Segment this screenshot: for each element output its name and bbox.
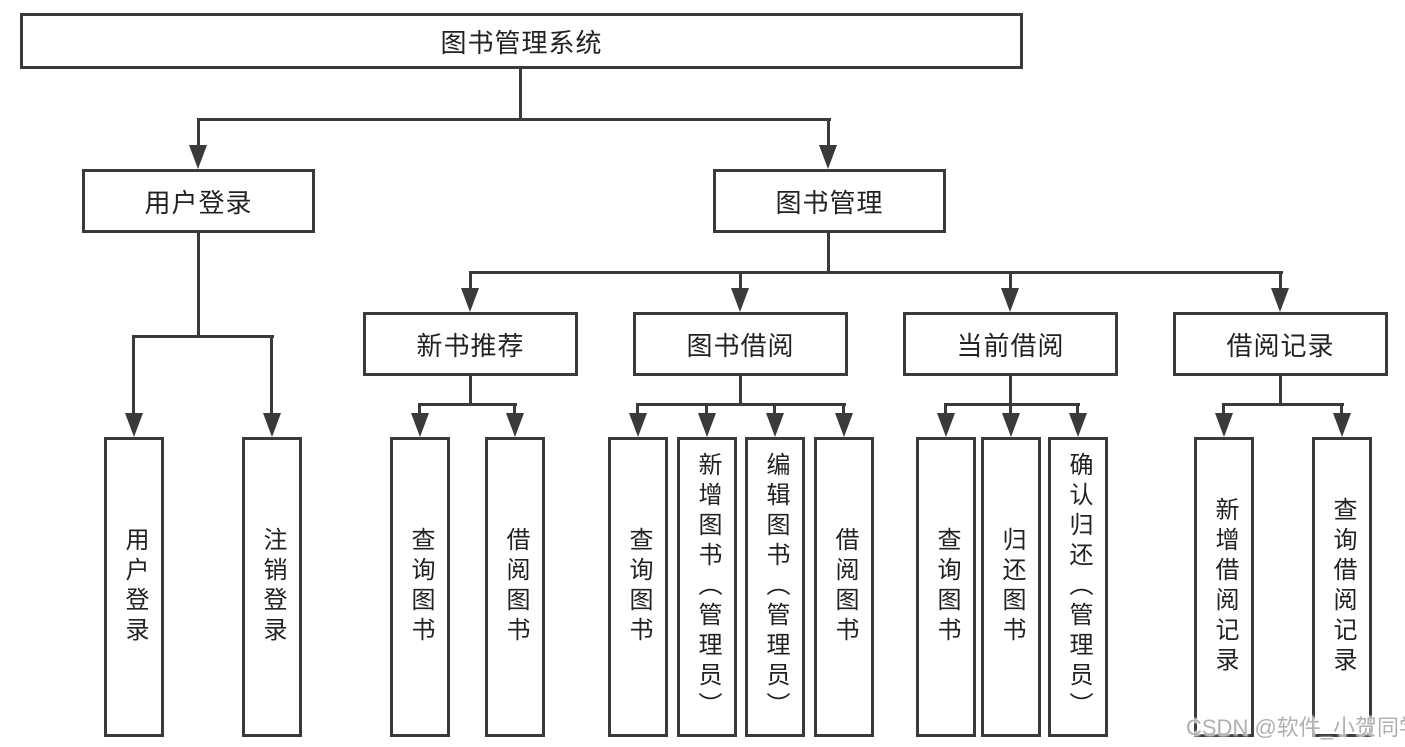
connector-to-leaf: [132, 338, 135, 415]
arrow-down-icon: [766, 413, 784, 437]
watermark-text: CSDN @软件_小贺同学: [1186, 715, 1405, 740]
leaf-logout-login: 注销登录: [242, 437, 302, 737]
leaf-label: 借阅图书: [502, 527, 529, 647]
connector-to-book-management: [827, 121, 830, 147]
connector-to-leaf: [636, 406, 639, 415]
leaf-label: 查询图书: [625, 527, 652, 647]
leaf-query-borrow-record: 查询借阅记录: [1312, 437, 1372, 737]
leaf-label: 编辑图书（管理员）: [762, 452, 789, 722]
leaf-label: 新增图书（管理员）: [694, 452, 721, 722]
leaf-label: 查询图书: [933, 527, 960, 647]
connector-to-leaf: [418, 406, 421, 415]
arrow-down-icon: [263, 413, 281, 437]
connector-to-current-borrow: [1009, 274, 1012, 290]
arrow-down-icon: [629, 413, 647, 437]
leaf-label: 用户登录: [121, 527, 148, 647]
node-user-login: 用户登录: [82, 169, 315, 233]
arrow-down-icon: [461, 288, 479, 312]
connector-user-login-drop: [197, 233, 200, 338]
leaf-add-book-admin: 新增图书（管理员）: [677, 437, 737, 737]
arrow-down-icon: [411, 413, 429, 437]
node-new-book-recommend: 新书推荐: [363, 312, 578, 376]
connector-borrow-records-rail: [1222, 403, 1344, 406]
connector-to-leaf: [513, 406, 516, 415]
node-borrow-records: 借阅记录: [1173, 312, 1388, 376]
leaf-label: 新增借阅记录: [1211, 497, 1238, 677]
leaf-return-books: 归还图书: [981, 437, 1041, 737]
leaf-recommend-borrow-books: 借阅图书: [485, 437, 545, 737]
connector-current-borrow-rail: [944, 403, 1080, 406]
arrow-down-icon: [1333, 413, 1351, 437]
leaf-confirm-return-admin: 确认归还（管理员）: [1048, 437, 1108, 737]
connector-to-leaf: [1076, 406, 1079, 415]
connector-book-management-drop: [827, 233, 830, 274]
node-label: 用户登录: [144, 187, 253, 218]
node-label: 图书管理系统: [440, 27, 603, 58]
connector-to-leaf: [944, 406, 947, 415]
connector-book-borrow-drop: [739, 376, 742, 406]
leaf-label: 借阅图书: [831, 527, 858, 647]
leaf-label: 查询图书: [407, 527, 434, 647]
leaf-user-login: 用户登录: [104, 437, 164, 737]
leaf-label: 确认归还（管理员）: [1065, 452, 1092, 722]
leaf-edit-book-admin: 编辑图书（管理员）: [745, 437, 805, 737]
connector-level2-rail: [197, 118, 831, 121]
connector-to-leaf: [270, 338, 273, 415]
leaf-label: 查询借阅记录: [1329, 497, 1356, 677]
node-current-borrow: 当前借阅: [903, 312, 1118, 376]
node-label: 当前借阅: [956, 330, 1065, 361]
connector-to-leaf: [705, 406, 708, 415]
leaf-add-borrow-record: 新增借阅记录: [1194, 437, 1254, 737]
connector-to-book-borrow: [739, 274, 742, 290]
connector-to-leaf: [842, 406, 845, 415]
connector-to-leaf: [1009, 406, 1012, 415]
arrow-down-icon: [1002, 413, 1020, 437]
node-label: 借阅记录: [1226, 330, 1335, 361]
leaf-label: 注销登录: [259, 527, 286, 647]
connector-to-leaf: [1340, 406, 1343, 415]
connector-level3-rail: [469, 271, 1283, 274]
arrow-down-icon: [1001, 288, 1019, 312]
connector-book-borrow-rail: [636, 403, 846, 406]
node-book-borrow: 图书借阅: [633, 312, 848, 376]
arrow-down-icon: [125, 413, 143, 437]
node-label: 图书管理: [775, 187, 884, 218]
connector-borrow-records-drop: [1279, 376, 1282, 406]
arrow-down-icon: [698, 413, 716, 437]
connector-to-leaf: [1222, 406, 1225, 415]
leaf-recommend-query-books: 查询图书: [390, 437, 450, 737]
arrow-down-icon: [1215, 413, 1233, 437]
connector-recommend-rail: [418, 403, 517, 406]
arrow-down-icon: [937, 413, 955, 437]
arrow-down-icon: [1271, 288, 1289, 312]
leaf-borrow-query-books: 查询图书: [608, 437, 668, 737]
node-label: 新书推荐: [416, 330, 525, 361]
arrow-down-icon: [1069, 413, 1087, 437]
arrow-down-icon: [819, 145, 837, 169]
arrow-down-icon: [189, 145, 207, 169]
connector-to-leaf: [773, 406, 776, 415]
node-book-management: 图书管理: [713, 169, 946, 233]
connector-user-login-rail: [132, 335, 274, 338]
node-library-management-system: 图书管理系统: [20, 13, 1023, 69]
leaf-label: 归还图书: [998, 527, 1025, 647]
leaf-current-query-books: 查询图书: [916, 437, 976, 737]
arrow-down-icon: [506, 413, 524, 437]
connector-recommend-drop: [469, 376, 472, 406]
connector-to-new-book-recommend: [469, 274, 472, 290]
arrow-down-icon: [731, 288, 749, 312]
leaf-borrow-borrow-books: 借阅图书: [814, 437, 874, 737]
node-label: 图书借阅: [686, 330, 795, 361]
connector-to-user-login: [197, 121, 200, 147]
connector-root-drop: [519, 69, 522, 121]
connector-to-borrow-records: [1279, 274, 1282, 290]
connector-current-borrow-drop: [1009, 376, 1012, 406]
arrow-down-icon: [835, 413, 853, 437]
